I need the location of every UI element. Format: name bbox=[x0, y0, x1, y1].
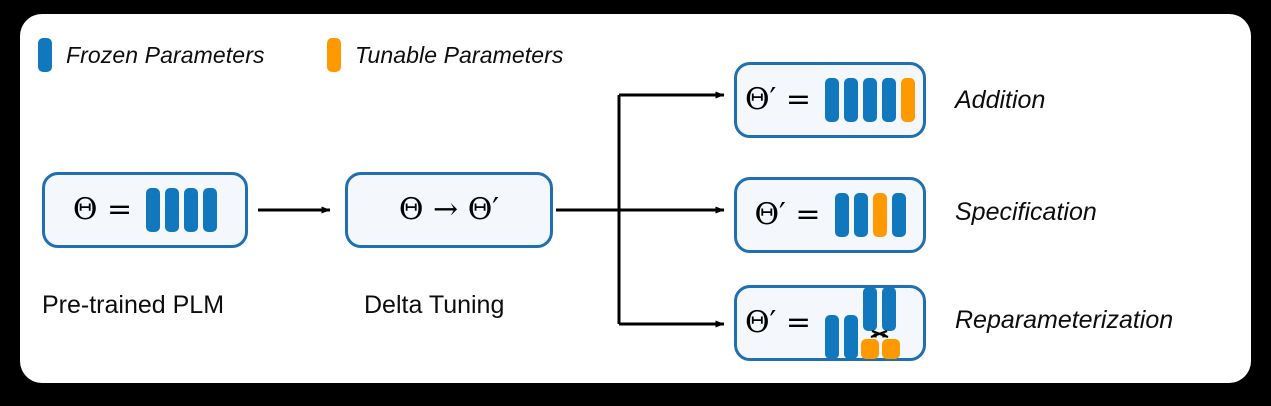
reparameterization-stack bbox=[861, 287, 915, 359]
specification-parameter-bars bbox=[834, 193, 906, 237]
bar-frozen bbox=[882, 78, 897, 122]
reparameterization-parameter-bars bbox=[825, 287, 915, 359]
plm-equation: Θ = bbox=[72, 192, 133, 227]
delta-equation: Θ → Θ′ bbox=[398, 192, 500, 227]
bar-frozen bbox=[146, 188, 161, 232]
bar-frozen bbox=[853, 193, 868, 237]
legend-item-frozen: Frozen Parameters bbox=[38, 38, 265, 72]
square-tunable bbox=[861, 339, 880, 359]
legend-label-tunable: Tunable Parameters bbox=[355, 41, 564, 68]
bar-frozen bbox=[891, 193, 906, 237]
plm-parameter-bars bbox=[146, 188, 218, 232]
caption-addition: Addition bbox=[955, 86, 1046, 114]
tunable-swatch-icon bbox=[327, 38, 341, 72]
caption-plm: Pre-trained PLM bbox=[42, 291, 225, 319]
bar-tunable bbox=[872, 193, 887, 237]
square-tunable bbox=[882, 339, 901, 359]
specification-equation: Θ′ = bbox=[754, 197, 821, 232]
bar-frozen bbox=[825, 315, 840, 359]
bar-frozen bbox=[184, 188, 199, 232]
legend-label-frozen: Frozen Parameters bbox=[66, 41, 265, 68]
bar-frozen bbox=[844, 315, 859, 359]
bar-frozen-tall bbox=[863, 287, 878, 331]
bar-frozen bbox=[844, 78, 859, 122]
bar-tunable bbox=[901, 78, 916, 122]
node-delta-tuning: Θ → Θ′ bbox=[345, 172, 553, 248]
addition-equation: Θ′ = bbox=[744, 82, 812, 117]
legend-item-tunable: Tunable Parameters bbox=[327, 38, 563, 72]
node-plm: Θ = bbox=[42, 172, 248, 248]
bar-frozen bbox=[863, 78, 878, 122]
reparameterization-cross-arrows bbox=[870, 329, 889, 339]
bar-frozen bbox=[165, 188, 180, 232]
bar-frozen bbox=[834, 193, 849, 237]
node-reparameterization: Θ′ = bbox=[734, 285, 926, 361]
bar-frozen bbox=[825, 78, 840, 122]
reparameterization-equation: Θ′ = bbox=[744, 305, 812, 340]
frozen-swatch-icon bbox=[38, 38, 52, 72]
bar-frozen-tall bbox=[882, 287, 897, 331]
node-specification: Θ′ = bbox=[734, 177, 926, 253]
node-addition: Θ′ = bbox=[734, 62, 926, 138]
caption-specification: Specification bbox=[955, 198, 1097, 226]
bar-frozen bbox=[203, 188, 218, 232]
caption-delta-tuning: Delta Tuning bbox=[364, 291, 505, 319]
caption-reparameterization: Reparameterization bbox=[955, 306, 1174, 334]
addition-parameter-bars bbox=[825, 78, 916, 122]
